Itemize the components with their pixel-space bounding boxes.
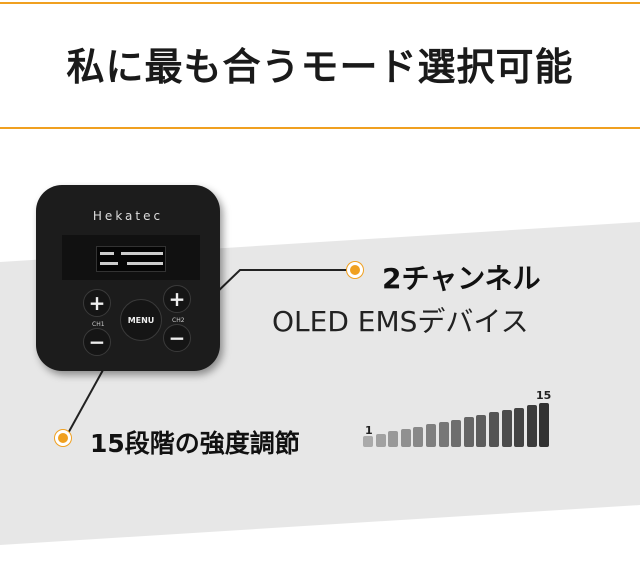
intensity-bar [526,405,537,447]
oled-display [96,246,166,272]
intensity-bar [514,407,525,447]
intensity-bar [451,419,462,447]
intensity-bar [426,424,436,447]
intensity-bar [413,426,424,447]
bullet-dot-2 [55,430,71,446]
intensity-bar [539,403,550,447]
intensity-bar [400,428,411,447]
ch2-plus-button[interactable]: + [163,285,191,313]
oled-panel [62,235,200,280]
intensity-bar [388,431,399,447]
feature2-title: 15段階の強度調節 [90,429,300,458]
ch2-minus-button[interactable]: − [163,324,191,352]
level-max-label: 15 [536,389,552,402]
brand-label: Hekatec [92,209,164,223]
intensity-bar [438,421,449,447]
title-divider [0,127,640,129]
feature1-title: 2チャンネル [382,262,541,295]
level-min-label: 1 [365,424,373,437]
menu-button[interactable]: MENU [120,299,162,341]
ems-device: Hekatec + CH1 − MENU + CH2 − [36,185,220,371]
connector-line-1 [212,269,358,297]
intensity-bar [476,414,487,447]
bullet-dot-1 [347,262,363,278]
intensity-bar [363,436,373,447]
intensity-bar [463,417,474,447]
feature1-subtitle: OLED EMSデバイス [272,305,529,338]
connector-line-2 [65,369,104,438]
intensity-bar [375,433,386,447]
intensity-bar [489,412,499,447]
ch1-label: CH1 [92,321,105,328]
page-title: 私に最も合うモード選択可能 [66,45,574,89]
ch1-minus-button[interactable]: − [83,328,111,356]
ch2-label: CH2 [172,317,185,324]
ch1-plus-button[interactable]: + [83,289,111,317]
intensity-bar [501,410,512,447]
top-accent-line [0,2,640,4]
